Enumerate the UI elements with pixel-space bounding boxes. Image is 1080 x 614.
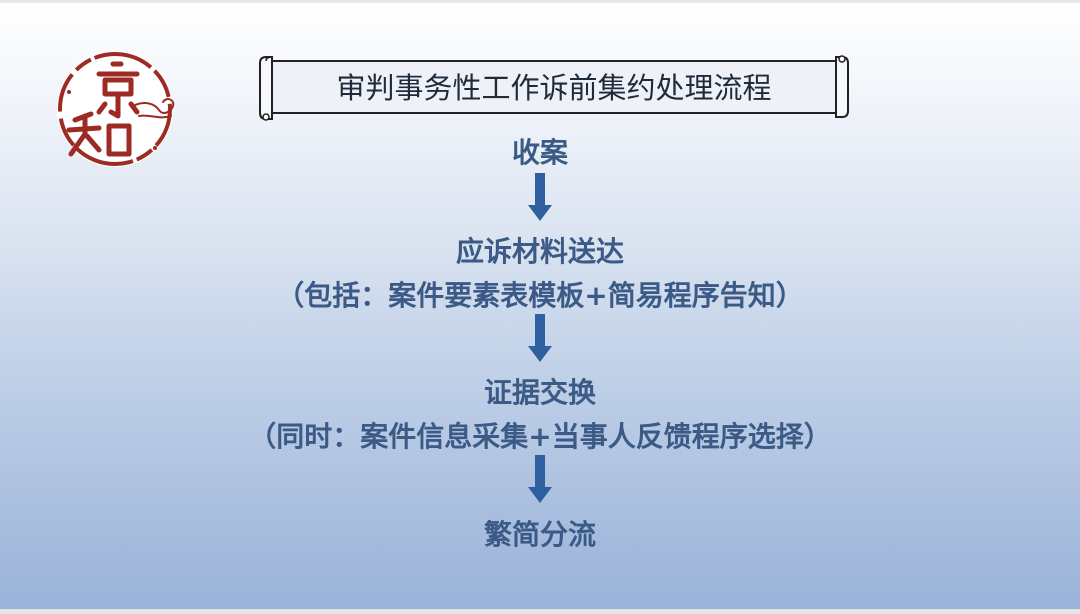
step-case-triage: 繁简分流 <box>483 518 596 551</box>
slide: 审判事务性工作诉前集约处理流程 收案 应诉材料送达 （包括：案件要素表模板+简易… <box>0 3 1080 609</box>
step-evidence-exchange: 证据交换 <box>483 376 596 409</box>
page-title: 审判事务性工作诉前集约处理流程 <box>336 71 772 105</box>
step-service-of-documents: 应诉材料送达 <box>455 235 624 268</box>
arrow-down-icon <box>528 455 552 503</box>
jingzhi-logo <box>57 51 175 167</box>
step-receive-case: 收案 <box>511 136 568 169</box>
step-evidence-note: （同时：案件信息采集+当事人反馈程序选择） <box>248 420 832 453</box>
step-service-note: （包括：案件要素表模板+简易程序告知） <box>276 279 804 312</box>
title-scroll-frame <box>259 55 849 121</box>
arrow-down-icon <box>528 314 552 362</box>
arrow-down-icon <box>528 173 552 221</box>
